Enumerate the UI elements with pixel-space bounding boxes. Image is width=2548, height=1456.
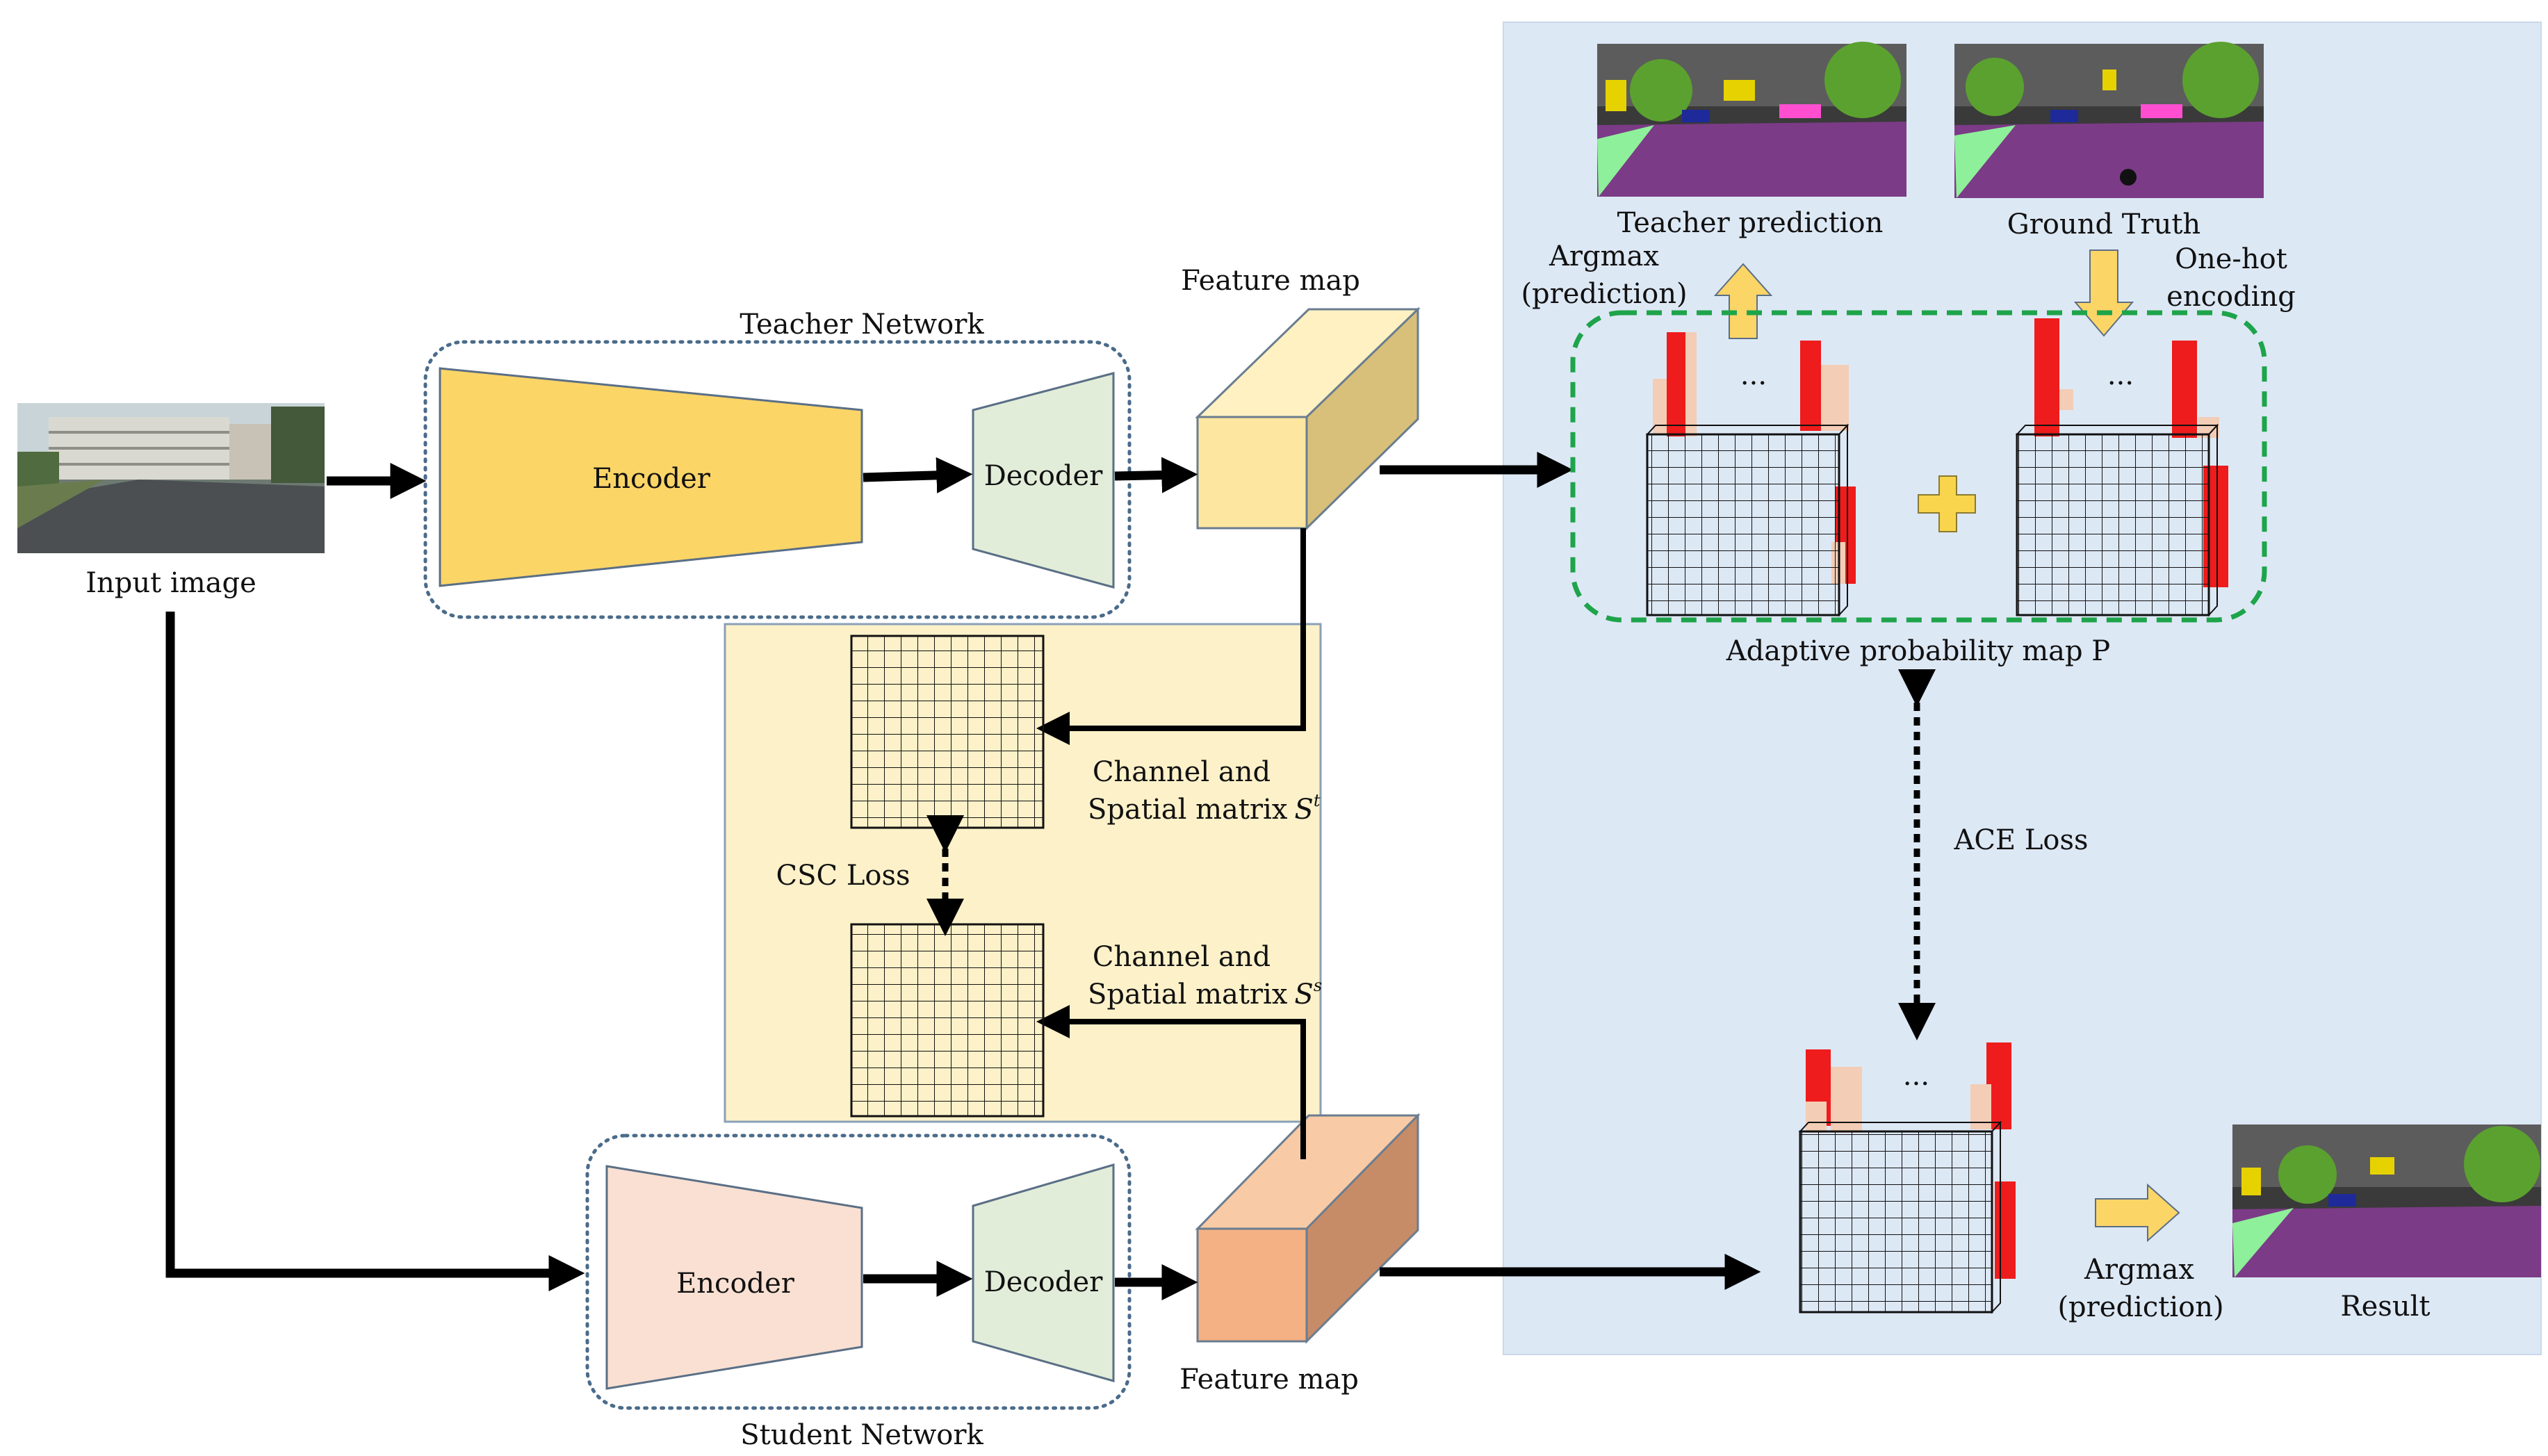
input-image: [17, 403, 325, 553]
teacher-decoder: [972, 372, 1115, 589]
teacher-encoder: [439, 367, 863, 587]
teacher-argmax-prediction-label: (prediction): [1521, 278, 1687, 310]
student-argmax-label: Argmax: [2084, 1254, 2194, 1286]
csc-loss-label: CSC Loss: [776, 860, 910, 892]
teacher-probability-tensor: [1645, 332, 1856, 617]
encoding-label: encoding: [2166, 281, 2296, 313]
ground-truth-tensor-ellipsis: ···: [2107, 368, 2134, 400]
argmax-arrow: [2095, 1183, 2180, 1243]
teacher-matrix-label-1: Channel and: [1093, 756, 1271, 788]
ground-truth-onehot-tensor: [2015, 318, 2228, 617]
one-hot-label: One-hot: [2175, 243, 2287, 275]
student-argmax-prediction-label: (prediction): [2057, 1291, 2223, 1323]
plus-icon: [1918, 475, 1976, 532]
flow-arrows: [165, 452, 1761, 1300]
student-decoder-label: Decoder: [984, 1266, 1104, 1298]
teacher-feature-map-label: Feature map: [1181, 265, 1360, 297]
input-image-label: Input image: [85, 567, 256, 599]
teacher-tensor-ellipsis: ···: [1740, 368, 1767, 400]
student-tensor-ellipsis: ···: [1903, 1068, 1929, 1100]
result-label: Result: [2341, 1291, 2431, 1323]
student-network-label: Student Network: [740, 1419, 983, 1451]
student-matrix-label-1: Channel and: [1093, 941, 1271, 973]
ground-truth-arrow: [2073, 250, 2134, 337]
student-feature-map-label: Feature map: [1179, 1364, 1359, 1396]
ace-loss-label: ACE Loss: [1953, 824, 2088, 856]
student-feature-map: [1195, 1113, 1421, 1344]
ground-truth-label: Ground Truth: [2007, 208, 2200, 240]
teacher-decoder-label: Decoder: [984, 460, 1104, 492]
adaptive-map-box: [1570, 310, 2267, 623]
teacher-prediction-image: [1597, 42, 1906, 197]
ground-truth-image: [1954, 42, 2264, 198]
adaptive-map-label: Adaptive probability map P: [1726, 635, 2110, 667]
teacher-feature-map: [1195, 306, 1421, 531]
student-encoder-label: Encoder: [676, 1268, 795, 1300]
teacher-encoder-label: Encoder: [592, 463, 711, 495]
teacher-prediction-label: Teacher prediction: [1617, 207, 1884, 239]
student-network-box: [585, 1134, 1132, 1410]
student-decoder: [972, 1163, 1115, 1382]
teacher-matrix: [850, 635, 1045, 829]
student-probability-tensor: [1798, 1042, 2016, 1314]
teacher-prediction-arrow: [1713, 263, 1773, 339]
student-encoder: [605, 1165, 863, 1390]
student-matrix: [850, 923, 1045, 1118]
teacher-network-label: Teacher Network: [740, 309, 984, 341]
matrix-arrows: [1036, 528, 1306, 1159]
result-image: [2232, 1124, 2541, 1277]
teacher-argmax-label: Argmax: [1549, 240, 1659, 272]
